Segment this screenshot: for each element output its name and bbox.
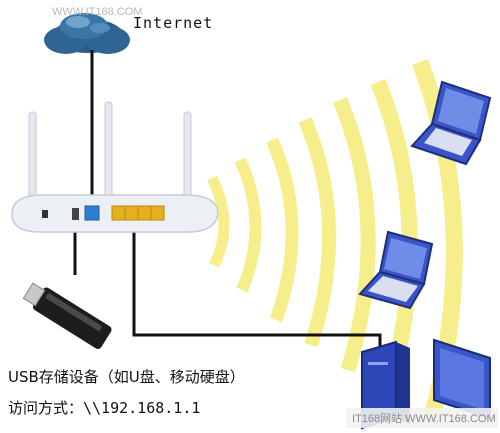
internet-label: Internet xyxy=(133,14,214,32)
watermark-top: WWW.IT168.COM xyxy=(52,6,143,18)
usb-port xyxy=(72,208,79,220)
desktop-computer-icon xyxy=(361,338,491,430)
watermark-badge xyxy=(346,408,498,428)
access-method-label: 访问方式：\\192.168.1.1 xyxy=(8,399,201,417)
laptop-middle-icon xyxy=(358,230,434,310)
wan-port xyxy=(84,205,100,221)
usb-stick-icon xyxy=(22,282,112,349)
usb-storage-label: USB存储设备（如U盘、移动硬盘） xyxy=(8,368,245,386)
watermark-bottom: IT168网站 WWW.IT168.COM xyxy=(352,413,496,425)
wifi-signal-waves xyxy=(207,58,463,421)
laptop-top-icon xyxy=(410,80,492,166)
lan-cable xyxy=(132,225,382,352)
router xyxy=(11,101,219,233)
internet-cloud-icon xyxy=(44,13,130,54)
power-port xyxy=(42,210,48,218)
